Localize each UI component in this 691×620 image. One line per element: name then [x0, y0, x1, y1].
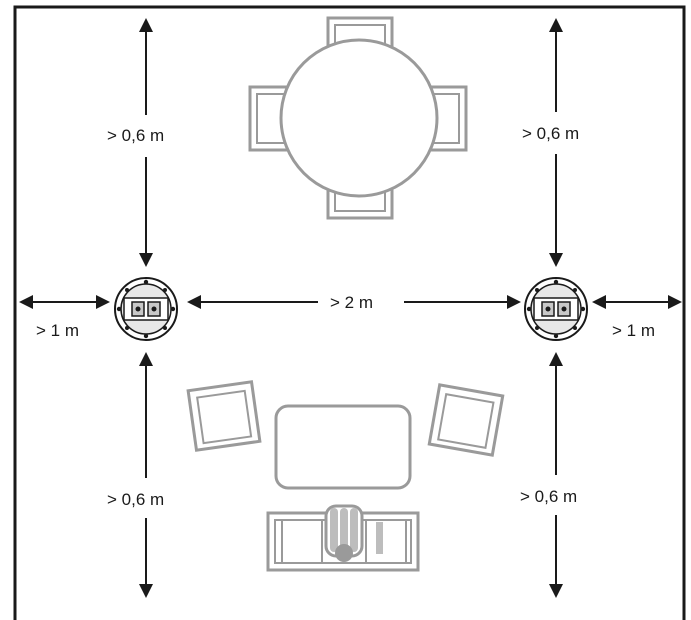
lounge-set — [186, 380, 505, 572]
sofa — [266, 504, 420, 572]
chair-right — [430, 85, 468, 152]
armchair-left — [186, 380, 262, 452]
sofa-round-object — [335, 544, 353, 562]
bottom-left-clearance-label: > 0,6 m — [107, 490, 164, 509]
arrow-left-wall — [19, 295, 110, 309]
ceiling-speaker-icon — [114, 277, 178, 341]
round-table — [279, 38, 439, 198]
chair-left — [248, 85, 290, 152]
arrow-right-wall — [592, 295, 682, 309]
arrow-top-left — [139, 18, 153, 267]
arrow-top-right — [549, 18, 563, 267]
arrow-between-speakers — [187, 295, 521, 309]
dining-table-set — [248, 16, 468, 220]
top-left-clearance-label: > 0,6 m — [107, 126, 164, 145]
right-wall-clearance-label: > 1 m — [612, 321, 655, 340]
speaker-spacing-label: > 2 m — [330, 293, 373, 312]
left-wall-clearance-label: > 1 m — [36, 321, 79, 340]
top-right-clearance-label: > 0,6 m — [522, 124, 579, 143]
arrow-bottom-left — [139, 352, 153, 598]
room-walls — [13, 5, 686, 620]
coffee-table — [274, 404, 412, 490]
ceiling-speaker-icon — [524, 277, 588, 341]
arrow-bottom-right — [549, 352, 563, 598]
armchair-right — [427, 383, 505, 457]
bottom-right-clearance-label: > 0,6 m — [520, 487, 577, 506]
